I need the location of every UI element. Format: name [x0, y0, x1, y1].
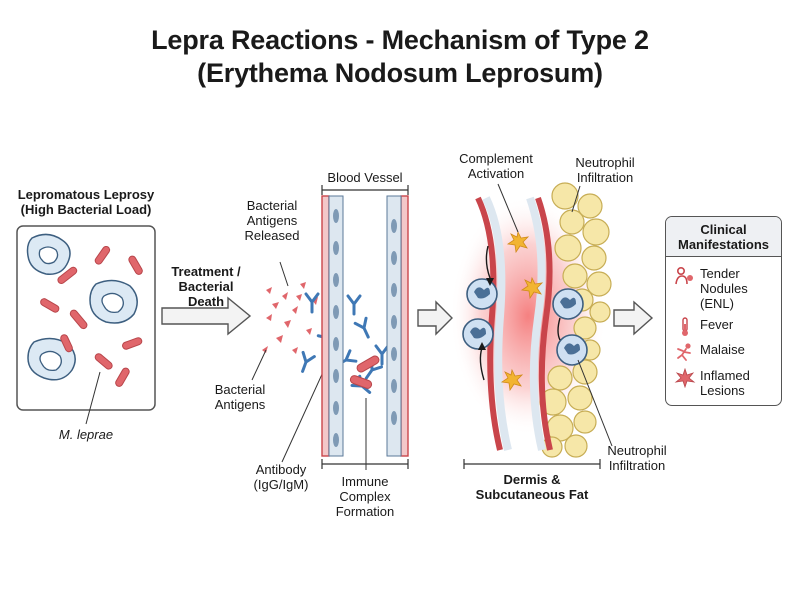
neutrophil-3	[552, 288, 584, 320]
neutrophil-cells	[462, 278, 588, 366]
vessel-wall-left	[321, 195, 330, 457]
bacterial-antigens-pointer	[251, 349, 267, 381]
treatment-label-line-3: Death	[187, 294, 225, 309]
malaise-figure-icon	[677, 343, 691, 361]
released-antigens-pointer	[279, 261, 289, 287]
released-antigens-line-3: Released	[244, 228, 300, 243]
neutrophil-2	[462, 318, 494, 350]
immune-complex-line-1: Immune	[341, 474, 389, 489]
clinical-item-tender-nodules: Tender Nodules (ENL)	[674, 266, 748, 311]
macrophage-cell-1	[26, 233, 71, 275]
title-line-2: (Erythema Nodosum Leprosum)	[197, 58, 603, 88]
dermis-panel	[450, 182, 613, 469]
vessel-endothelium-left	[328, 195, 344, 457]
clinical-heading-line-1: Clinical	[700, 222, 747, 237]
treatment-label-line-2: Bacterial	[178, 279, 234, 294]
tender-nodules-line-1: Tender	[700, 266, 740, 281]
clinical-item-malaise: Malaise	[674, 342, 745, 362]
neutrophil-4	[556, 334, 588, 366]
antigen-fragments	[262, 282, 318, 354]
blood-vessel-label: Blood Vessel	[327, 170, 403, 185]
m-leprae-pointer	[85, 371, 101, 425]
tender-nodules-line-2: Nodules	[700, 281, 748, 296]
malaise-label: Malaise	[700, 342, 745, 357]
clinical-item-fever: Fever	[674, 317, 733, 337]
neutrophil-bottom-line-1: Neutrophil	[607, 443, 667, 458]
dermis-pointers	[497, 183, 613, 447]
treatment-arrow	[161, 296, 252, 336]
immune-complex-line-3: Formation	[335, 504, 395, 519]
tissue-label: Dermis & Subcutaneous Fat	[458, 472, 606, 502]
clinical-manifestations-box: Clinical Manifestations Tender Nodules (…	[665, 216, 782, 406]
neutrophil-bottom-pointer	[577, 359, 613, 447]
thermometer-icon	[682, 317, 688, 336]
inflamed-lesion-icon	[674, 368, 696, 388]
m-leprae-label: M. leprae	[58, 427, 114, 442]
tissue-vessel-wall-right-inner	[526, 196, 546, 451]
endothelial-nuclei	[333, 209, 397, 447]
complex-to-tissue-arrow	[417, 300, 453, 336]
neutrophil-top-pointer	[571, 185, 581, 213]
tissue-vessel-wall-left	[475, 196, 503, 451]
lepromatous-heading-line-1: Lepromatous Leprosy	[17, 187, 155, 202]
complement-bursts	[500, 230, 544, 392]
neutrophil-top-line-2: Infiltration	[576, 170, 634, 185]
released-antigens-line-2: Antigens	[246, 213, 298, 228]
complement-label: Complement Activation	[448, 151, 544, 181]
released-antigens-line-1: Bacterial	[246, 198, 298, 213]
inflamed-lesions-line-1: Inflamed	[700, 368, 750, 383]
migration-arrows	[478, 245, 561, 381]
person-pain-icon	[675, 266, 693, 285]
tissue-vessel-wall-right	[535, 197, 553, 451]
antibody-line-2: (IgG/IgM)	[253, 477, 309, 492]
clinical-item-inflamed-lesions: Inflamed Lesions	[674, 368, 750, 398]
neutrophil-1	[466, 278, 498, 310]
tender-nodules-line-3: (ENL)	[700, 296, 734, 311]
vessel-wall-right	[400, 195, 409, 457]
lepromatous-heading-line-2: (High Bacterial Load)	[20, 202, 152, 217]
lepromatous-heading: Lepromatous Leprosy (High Bacterial Load…	[5, 187, 167, 217]
clinical-heading: Clinical Manifestations	[666, 217, 781, 257]
tissue-line-1: Dermis &	[503, 472, 561, 487]
released-antigens-label: Bacterial Antigens Released	[232, 198, 312, 243]
macrophage-cell-2	[89, 279, 138, 324]
neutrophil-top-line-1: Neutrophil	[575, 155, 635, 170]
immune-complex-label: Immune Complex Formation	[322, 474, 408, 519]
lepromatous-panel	[16, 225, 156, 425]
bacterial-antigens-line-2: Antigens	[214, 397, 266, 412]
tissue-to-clinical-arrow	[613, 300, 654, 336]
antibody-line-1: Antibody	[255, 462, 307, 477]
treatment-label: Treatment / Bacterial Death	[158, 264, 254, 309]
neutrophil-bottom-label: Neutrophil Infiltration	[592, 443, 682, 473]
page-title: Lepra Reactions - Mechanism of Type 2 (E…	[0, 24, 800, 90]
inflamed-lesions-line-2: Lesions	[700, 383, 745, 398]
complement-line-1: Complement	[459, 151, 533, 166]
antibody-label: Antibody (IgG/IgM)	[238, 462, 324, 492]
complement-line-2: Activation	[467, 166, 525, 181]
neutrophil-bottom-line-2: Infiltration	[608, 458, 666, 473]
immune-complex-bacilli	[349, 355, 380, 389]
title-line-1: Lepra Reactions - Mechanism of Type 2	[151, 25, 649, 55]
antigen-pointers	[251, 261, 367, 470]
neutrophil-top-label: Neutrophil Infiltration	[560, 155, 650, 185]
complement-pointer	[497, 183, 519, 233]
bacterial-antigens-label: Bacterial Antigens	[200, 382, 280, 412]
bacilli-group	[40, 245, 143, 387]
treatment-label-line-1: Treatment /	[171, 264, 241, 279]
blood-vessel	[321, 185, 409, 469]
tissue-line-2: Subcutaneous Fat	[475, 487, 589, 502]
tissue-vessel-wall-left-inner	[482, 196, 512, 451]
clinical-heading-line-2: Manifestations	[677, 237, 769, 252]
immune-complex-line-2: Complex	[339, 489, 391, 504]
fever-label: Fever	[700, 317, 734, 332]
bacterial-antigens-line-1: Bacterial	[214, 382, 266, 397]
